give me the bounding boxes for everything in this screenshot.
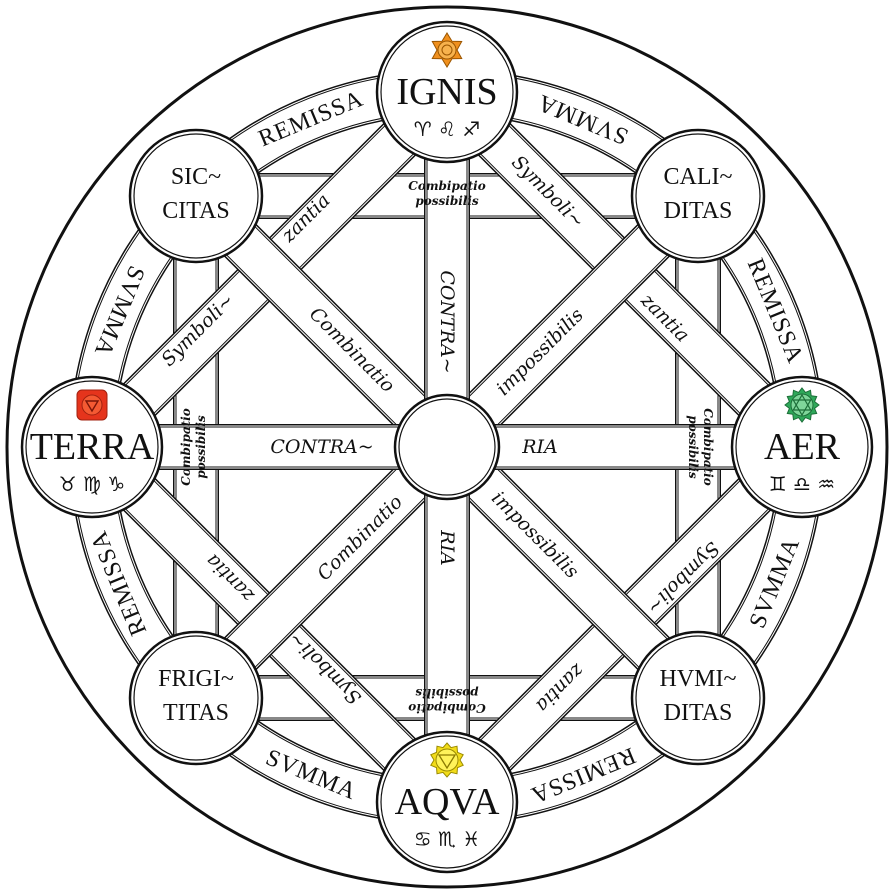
zodiac-signs: ♈︎ ♌︎ ♐︎ bbox=[414, 117, 481, 141]
square-label-line1: Combipatio bbox=[408, 179, 485, 193]
quality-label-line1: HVMI~ bbox=[660, 666, 737, 692]
square-label-line2: possibilis bbox=[686, 415, 700, 479]
quality-label-line1: FRIGI~ bbox=[158, 666, 234, 692]
solar-plexus-chakra-icon bbox=[430, 742, 464, 778]
square-label-line2: possibilis bbox=[415, 194, 479, 208]
quality-circle: HVMI~ DITAS bbox=[630, 630, 766, 766]
outer-circle bbox=[5, 5, 889, 889]
element-name: TERRA bbox=[30, 426, 155, 468]
quality-label-line2: CITAS bbox=[162, 198, 229, 224]
band-label-contra: CONTRA~ bbox=[436, 270, 458, 373]
element-circle-aer: AER ♊︎ ♎︎ ♒︎ bbox=[730, 375, 874, 519]
square-label-line1: Combipatio bbox=[408, 701, 485, 715]
band-label-impossibilis: impossibilis bbox=[487, 487, 583, 583]
element-circle-terra: TERRA ♉︎ ♍︎ ♑︎ bbox=[20, 375, 164, 519]
element-circle-aqva: AQVA ♋︎ ♏︎ ♓︎ bbox=[375, 730, 519, 874]
element-name: IGNIS bbox=[396, 71, 497, 113]
square-label-line2: possibilis bbox=[194, 415, 208, 479]
quality-label-line2: TITAS bbox=[163, 700, 229, 726]
square-label-line1: Combipatio bbox=[701, 408, 715, 485]
band-label-ria: RIA bbox=[436, 529, 458, 566]
heart-chakra-icon bbox=[784, 387, 820, 423]
zodiac-signs: ♉︎ ♍︎ ♑︎ bbox=[59, 472, 126, 496]
element-name: AER bbox=[764, 426, 841, 468]
quality-circle: FRIGI~ TITAS bbox=[128, 630, 264, 766]
zodiac-signs: ♊︎ ♎︎ ♒︎ bbox=[769, 472, 836, 496]
square-label-line1: Combipatio bbox=[179, 408, 193, 485]
element-name: AQVA bbox=[395, 781, 500, 823]
quality-label-line1: CALI~ bbox=[664, 164, 733, 190]
element-circle-ignis: IGNIS ♈︎ ♌︎ ♐︎ bbox=[375, 20, 519, 164]
root-chakra-icon bbox=[76, 389, 108, 421]
quality-label-line2: DITAS bbox=[664, 198, 733, 224]
quality-circle: CALI~ DITAS bbox=[630, 128, 766, 264]
quality-label-line2: DITAS bbox=[664, 700, 733, 726]
square-label-line2: possibilis bbox=[415, 686, 479, 700]
zodiac-signs: ♋︎ ♏︎ ♓︎ bbox=[414, 827, 481, 851]
sacral-chakra-icon bbox=[431, 32, 463, 68]
band-label-ria: RIA bbox=[521, 436, 558, 458]
quality-label-line1: SIC~ bbox=[171, 164, 221, 190]
center-circle bbox=[393, 393, 501, 501]
quality-circle: SIC~ CITAS bbox=[128, 128, 264, 264]
band-label-contra: CONTRA~ bbox=[270, 436, 373, 458]
